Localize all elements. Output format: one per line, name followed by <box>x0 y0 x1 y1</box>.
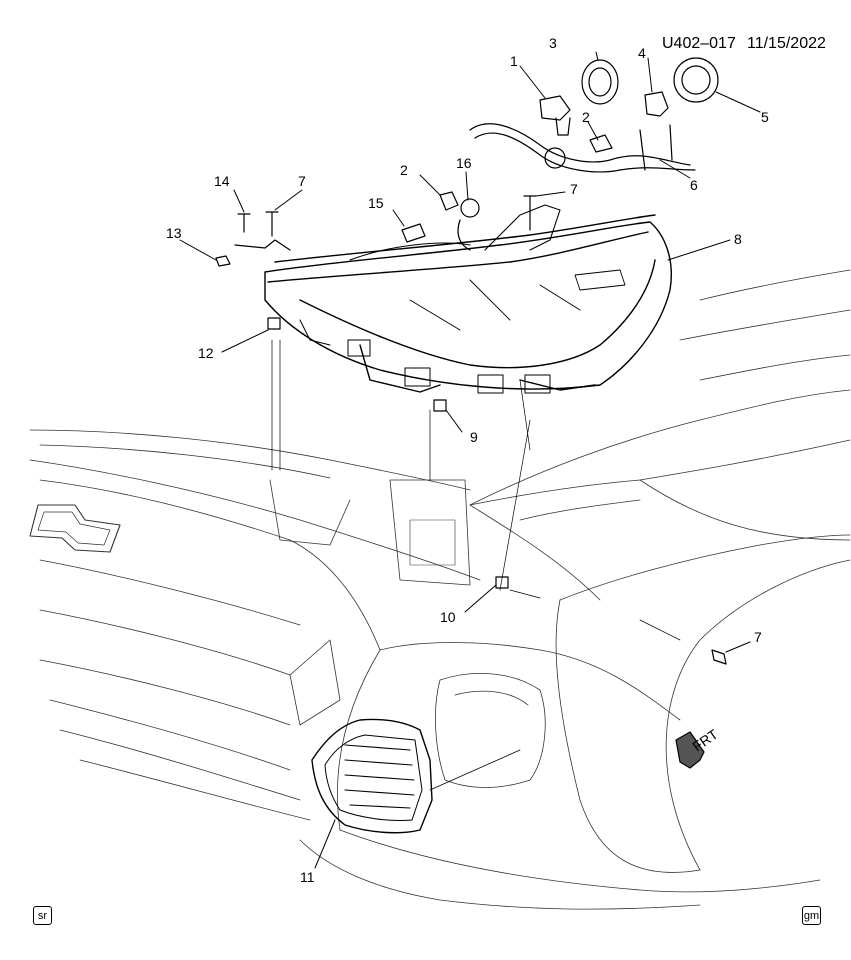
vehicle-front-end <box>29 269 851 910</box>
callout-6: 6 <box>690 177 698 193</box>
callout-15: 15 <box>368 195 384 211</box>
callout-3: 3 <box>549 35 557 51</box>
callout-10: 10 <box>440 609 456 625</box>
callout-11: 11 <box>300 869 315 885</box>
callout-7: 7 <box>754 629 762 645</box>
callout-4: 4 <box>638 45 646 61</box>
gm-badge-text: gm <box>803 910 820 922</box>
callout-16: 16 <box>456 155 472 171</box>
callout-12: 12 <box>198 345 214 361</box>
hardware-parts <box>215 57 727 665</box>
headlamp-assembly <box>264 204 672 394</box>
diagram-date: 11/15/2022 <box>747 35 826 52</box>
sr-badge: sr <box>33 906 52 925</box>
sr-badge-text: sr <box>37 910 48 922</box>
callout-8: 8 <box>734 231 742 247</box>
callout-7: 7 <box>570 181 578 197</box>
callout-9: 9 <box>470 429 478 445</box>
callout-1: 1 <box>510 53 518 69</box>
gm-logo-badge: gm <box>802 906 821 925</box>
callout-13: 13 <box>166 225 182 241</box>
fog-lamp-bezel <box>311 718 433 834</box>
leader-lines <box>179 51 761 869</box>
callout-2: 2 <box>400 162 408 178</box>
front-direction-arrow <box>675 731 705 769</box>
callout-7: 7 <box>298 173 306 189</box>
diagram-code: U402–017 <box>662 35 736 52</box>
callout-2: 2 <box>582 109 590 125</box>
callout-14: 14 <box>214 173 230 189</box>
callout-5: 5 <box>761 109 769 125</box>
